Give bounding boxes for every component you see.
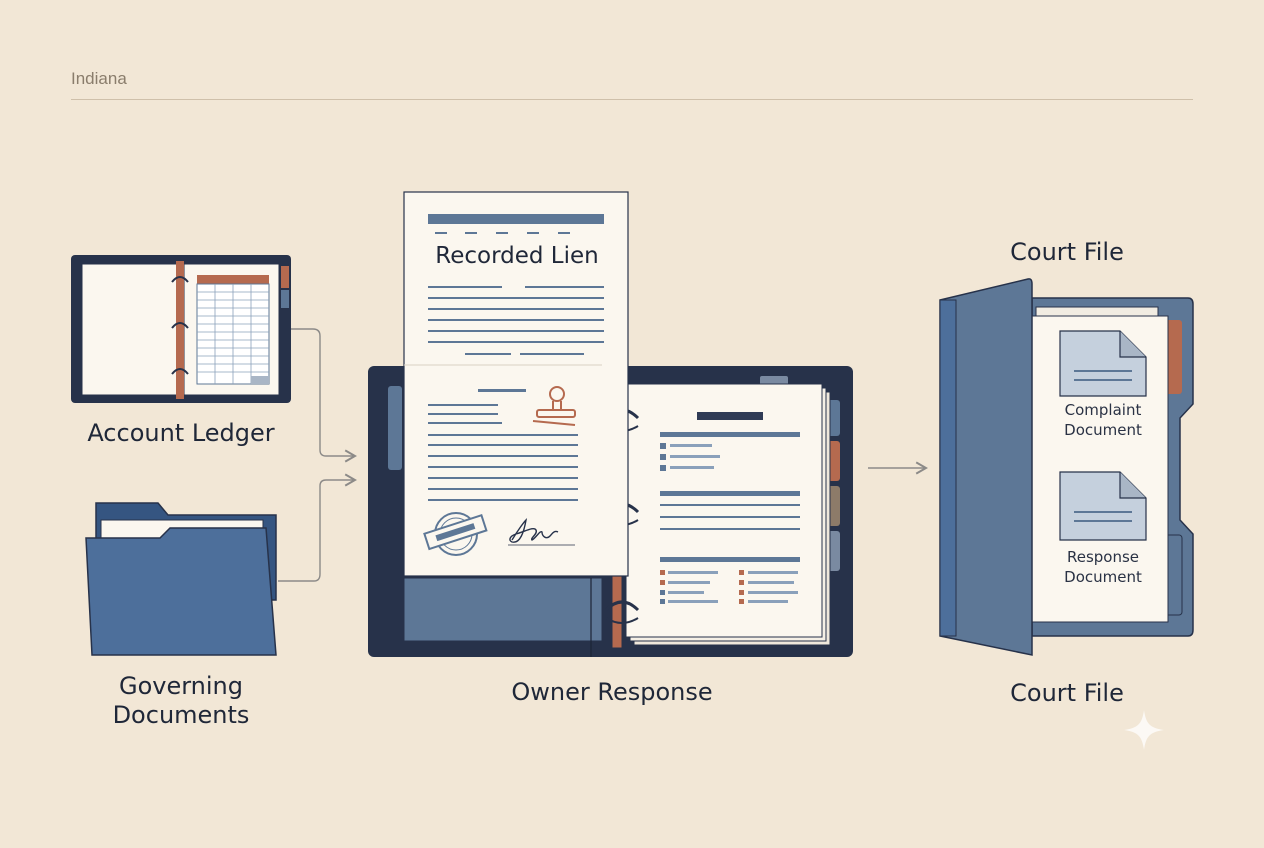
owner-response-label: Owner Response [511,678,713,706]
governing-documents-label-line1: Governing [118,672,244,700]
lien-document-icon [403,191,629,577]
court-folder-icon [939,278,1194,656]
recorded-lien-title: Recorded Lien [435,243,599,269]
response-document-label-line1: Response [1066,548,1140,566]
sparkle-icon [1124,710,1164,750]
folder-icon [85,502,277,656]
response-document-label-line2: Document [1064,568,1142,586]
court-file-label-bottom: Court File [1010,679,1124,707]
connector-arrow [278,328,928,582]
complaint-document-label-line1: Complaint [1064,401,1142,419]
header-divider [71,99,1193,100]
court-file-label-top: Court File [1010,238,1124,266]
ledger-binder-icon [71,255,291,403]
governing-documents-label-line2: Documents [112,701,250,729]
complaint-document-label-line2: Document [1064,421,1142,439]
state-label: Indiana [71,69,127,88]
account-ledger-label: Account Ledger [87,419,275,447]
